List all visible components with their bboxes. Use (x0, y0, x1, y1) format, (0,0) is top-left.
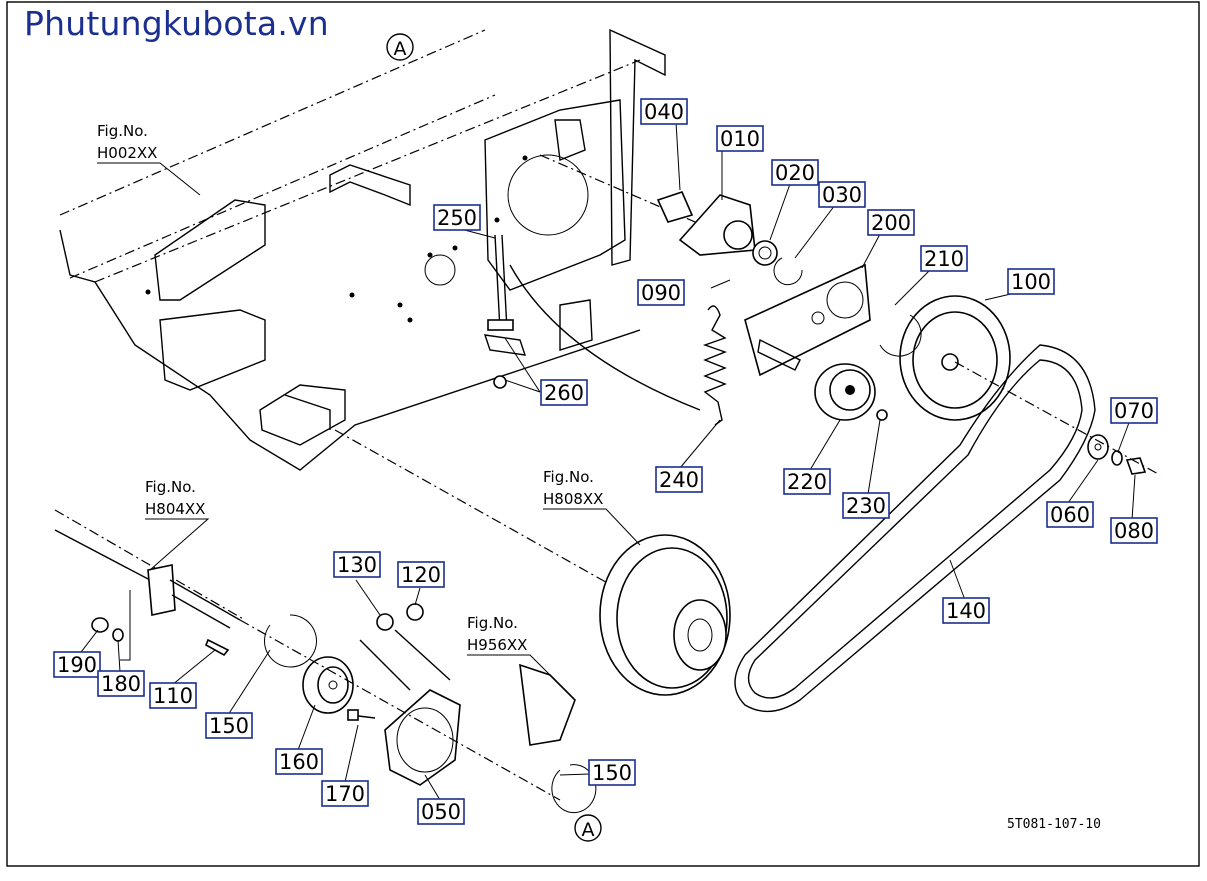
label-070: 070 (1110, 397, 1158, 424)
svg-text:040: 040 (644, 100, 684, 124)
svg-text:H808XX: H808XX (543, 490, 603, 508)
svg-text:Fig.No.: Fig.No. (145, 478, 196, 496)
svg-text:150: 150 (592, 761, 632, 785)
label-150-left: 150 (205, 712, 253, 739)
svg-text:050: 050 (421, 800, 461, 824)
svg-text:160: 160 (279, 750, 319, 774)
label-060: 060 (1046, 501, 1094, 528)
fig-ref-h956: Fig.No. H956XX (467, 614, 556, 681)
svg-text:Fig.No.: Fig.No. (543, 468, 594, 486)
svg-text:100: 100 (1011, 270, 1051, 294)
label-040: 040 (640, 98, 688, 125)
label-080: 080 (1110, 517, 1158, 544)
label-090: 090 (637, 279, 685, 306)
svg-text:260: 260 (544, 381, 584, 405)
svg-text:010: 010 (720, 127, 760, 151)
svg-text:200: 200 (871, 211, 911, 235)
spring-240 (702, 305, 727, 426)
svg-text:A: A (582, 819, 595, 841)
belt-140 (734, 344, 1096, 713)
leader-lines (74, 121, 1136, 801)
svg-text:H804XX: H804XX (145, 500, 205, 518)
label-190: 190 (53, 651, 101, 678)
svg-text:060: 060 (1050, 503, 1090, 527)
svg-text:190: 190 (57, 653, 97, 677)
label-150-right: 150 (588, 759, 636, 786)
label-020: 020 (771, 159, 819, 186)
drawing-border (6, 1, 1200, 867)
svg-text:230: 230 (846, 494, 886, 518)
label-050: 050 (417, 798, 465, 825)
label-160: 160 (275, 748, 323, 775)
svg-text:210: 210 (924, 247, 964, 271)
tension-bracket (744, 263, 871, 377)
pulley-100 (879, 295, 1011, 421)
bearing-housing-010 (656, 191, 803, 286)
svg-text:Fig.No.: Fig.No. (97, 122, 148, 140)
bolt-250 (483, 234, 527, 389)
idler-pulley-220 (814, 363, 888, 421)
svg-text:250: 250 (437, 206, 477, 230)
shaft-assembly (54, 509, 597, 814)
brand-title: Phutungkubota.vn (24, 4, 329, 43)
svg-text:140: 140 (946, 599, 986, 623)
svg-text:080: 080 (1114, 519, 1154, 543)
label-210: 210 (920, 245, 968, 272)
cable (509, 264, 701, 411)
label-010: 010 (716, 125, 764, 152)
svg-text:120: 120 (401, 563, 441, 587)
label-120: 120 (397, 561, 445, 588)
label-240: 240 (655, 466, 703, 493)
svg-text:070: 070 (1114, 399, 1154, 423)
drawing-number: 5T081-107-10 (1007, 817, 1101, 832)
svg-text:H002XX: H002XX (97, 144, 157, 162)
svg-text:110: 110 (153, 684, 193, 708)
svg-text:220: 220 (787, 470, 827, 494)
label-180: 180 (97, 670, 145, 697)
label-250: 250 (433, 204, 481, 231)
label-030: 030 (818, 181, 866, 208)
label-260: 260 (540, 379, 588, 406)
svg-text:240: 240 (659, 468, 699, 492)
svg-text:170: 170 (325, 782, 365, 806)
callout-a-top: A (386, 33, 414, 61)
fig-ref-h804: Fig.No. H804XX (145, 478, 210, 571)
svg-text:030: 030 (822, 183, 862, 207)
label-200: 200 (867, 209, 915, 236)
label-130: 130 (333, 551, 381, 578)
fig-ref-h002: Fig.No. H002XX (97, 122, 201, 196)
part-labels: 040 010 020 030 200 210 100 090 250 260 … (53, 98, 1158, 825)
svg-text:090: 090 (641, 281, 681, 305)
svg-text:Fig.No.: Fig.No. (467, 614, 518, 632)
svg-text:H956XX: H956XX (467, 636, 527, 654)
svg-text:180: 180 (101, 672, 141, 696)
label-140: 140 (942, 597, 990, 624)
fig-ref-h808: Fig.No. H808XX (543, 468, 641, 546)
label-220: 220 (783, 468, 831, 495)
svg-text:150: 150 (209, 714, 249, 738)
washers-060-080 (954, 361, 1161, 476)
svg-text:130: 130 (337, 553, 377, 577)
label-100: 100 (1007, 268, 1055, 295)
svg-text:020: 020 (775, 161, 815, 185)
label-170: 170 (321, 780, 369, 807)
frame-assembly (59, 28, 761, 591)
callout-a-bottom: A (574, 814, 602, 842)
label-110: 110 (149, 682, 197, 709)
svg-text:A: A (394, 38, 407, 60)
label-230: 230 (842, 492, 890, 519)
pulley-fig-H808XX (599, 534, 731, 696)
